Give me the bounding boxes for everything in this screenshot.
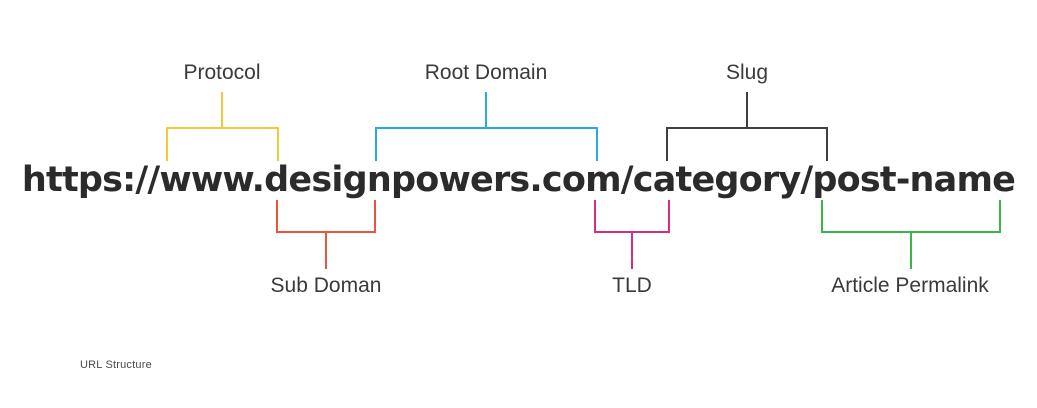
label-tld: TLD: [612, 274, 652, 297]
stem-sub-domain: [325, 233, 327, 269]
bracket-slug: [666, 127, 828, 161]
stem-protocol: [221, 92, 223, 129]
bracket-sub-domain: [276, 200, 376, 233]
stem-root-domain: [485, 92, 487, 129]
label-root-domain: Root Domain: [424, 61, 548, 84]
label-sub-domain: Sub Doman: [270, 274, 382, 297]
stem-article-permalink: [910, 233, 912, 269]
label-slug: Slug: [725, 61, 769, 84]
stem-tld: [631, 233, 633, 269]
url-text: https://www.designpowers.com/category/po…: [21, 160, 1016, 200]
bracket-protocol: [166, 127, 279, 161]
label-article-permalink: Article Permalink: [831, 274, 989, 297]
bracket-article-permalink: [821, 200, 1001, 233]
diagram-caption: URL Structure: [80, 359, 152, 371]
label-protocol: Protocol: [183, 61, 261, 84]
bracket-tld: [594, 200, 670, 233]
bracket-root-domain: [375, 127, 598, 161]
stem-slug: [746, 92, 748, 129]
